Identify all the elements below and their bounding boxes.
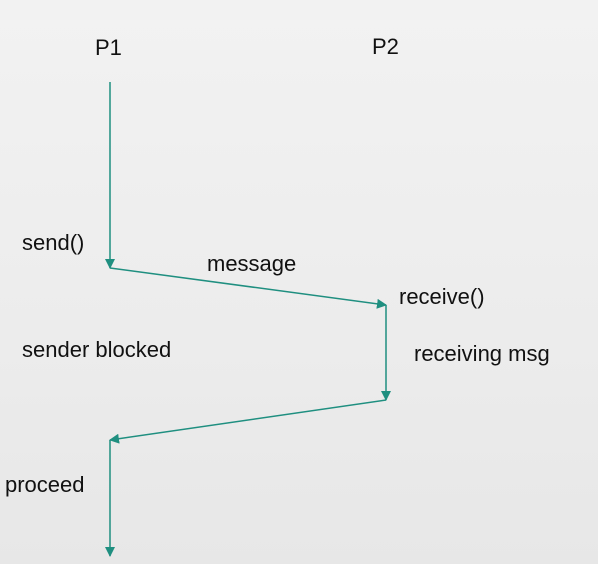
receive-label: receive(): [399, 284, 485, 309]
message-arrow: [109, 267, 387, 309]
send-label: send(): [22, 230, 85, 255]
sender-blocked-label: sender blocked: [22, 337, 172, 362]
process-p2-label: P2: [372, 34, 399, 59]
reply-arrow: [109, 399, 387, 444]
process-p1-label: P1: [95, 35, 122, 60]
receiving-msg-label: receiving msg: [414, 341, 550, 366]
message-label: message: [207, 251, 297, 276]
proceed-label: proceed: [5, 472, 85, 497]
